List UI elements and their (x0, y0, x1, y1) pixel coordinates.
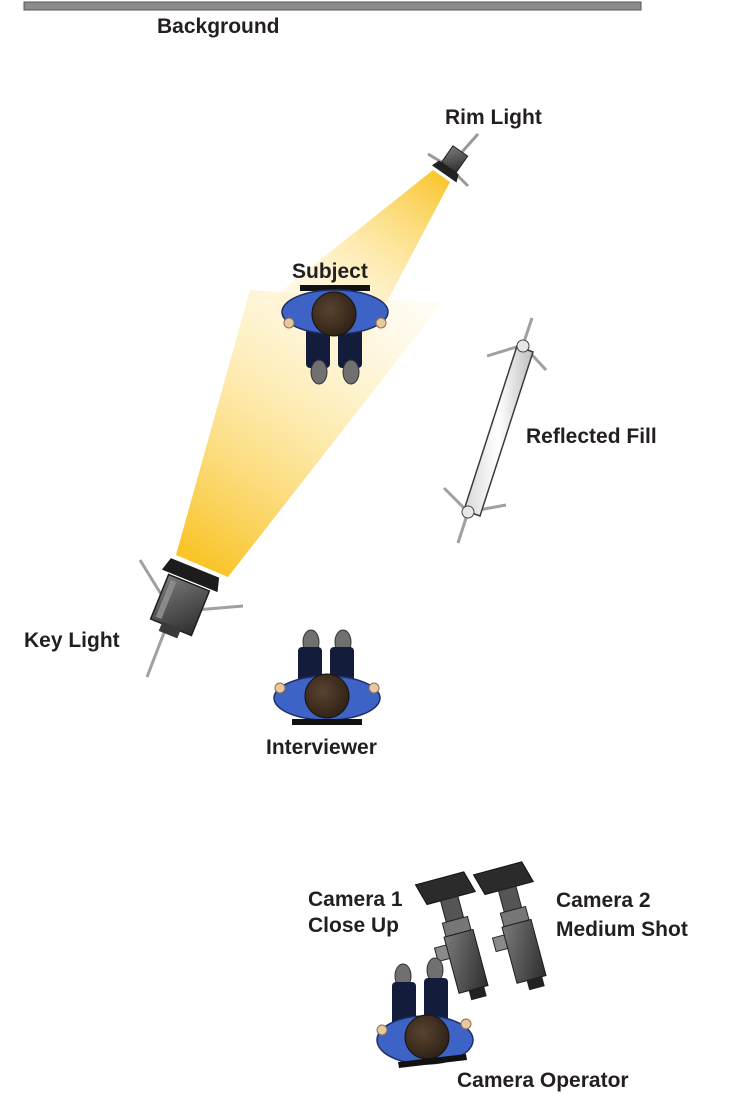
rim-light-label: Rim Light (445, 106, 542, 129)
subject-label: Subject (292, 260, 368, 283)
key-light-label: Key Light (24, 629, 120, 652)
rim-light-fixture (427, 133, 480, 188)
reflected-fill-label: Reflected Fill (526, 425, 657, 448)
camera-1 (414, 871, 489, 1001)
subject-person (281, 285, 389, 385)
interviewer-label: Interviewer (266, 736, 377, 759)
camera-operator-label: Camera Operator (457, 1069, 629, 1092)
camera-1-label-line2: Close Up (308, 914, 399, 937)
camera-2-label-line2: Medium Shot (556, 918, 688, 941)
background-wall (23, 1, 642, 11)
key-light-beam (176, 290, 442, 577)
camera-operator-person (376, 957, 474, 1068)
reflector-panel (442, 317, 548, 544)
camera-2-label-line1: Camera 2 (556, 889, 651, 912)
key-light-fixture (138, 558, 244, 678)
interviewer-person (273, 629, 381, 725)
background-label: Background (157, 15, 280, 38)
camera-1-label-line1: Camera 1 (308, 888, 403, 911)
camera-2 (472, 861, 547, 991)
